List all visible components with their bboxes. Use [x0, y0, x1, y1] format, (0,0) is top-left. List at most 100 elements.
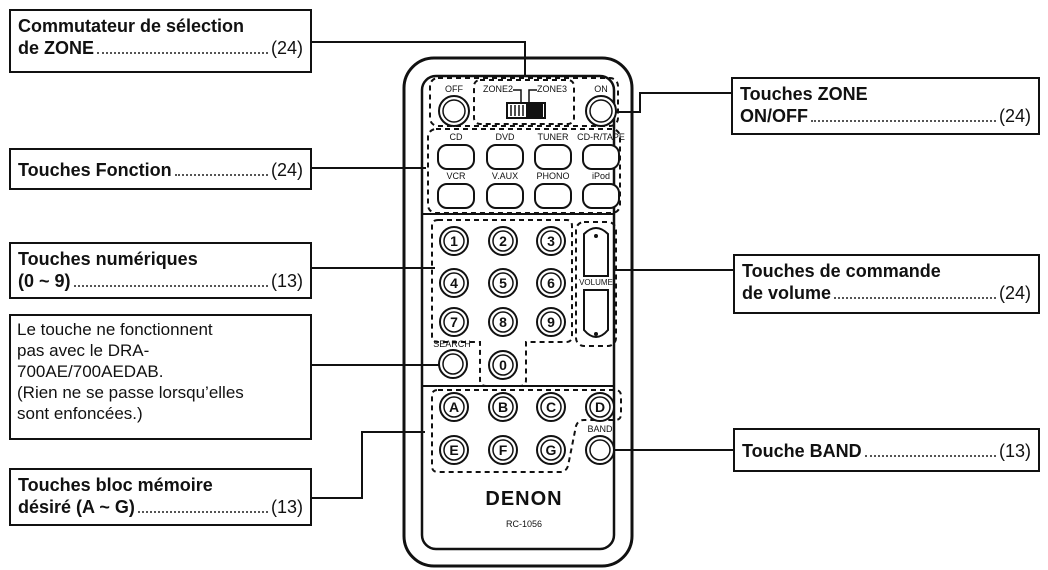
volume-down-button[interactable] [583, 289, 609, 338]
number-button-1[interactable]: 1 [439, 226, 469, 256]
number-label-8: 8 [499, 314, 507, 330]
function-button-v-aux[interactable] [486, 183, 524, 209]
note-line-1: Le touche ne fonctionnent [17, 320, 213, 339]
callout-numeric: Touches numériques (0 ~ 9) (13) [9, 242, 312, 299]
search-button[interactable] [438, 349, 468, 379]
number-button-6[interactable]: 6 [536, 268, 566, 298]
callout-volume-line2: de volume [742, 283, 832, 303]
number-label-5: 5 [499, 275, 507, 291]
callout-numeric-line2: (0 ~ 9) [18, 271, 71, 291]
number-button-5[interactable]: 5 [488, 268, 518, 298]
callout-function-page: (24) [270, 160, 303, 180]
memory-button-b[interactable]: B [488, 392, 518, 422]
note-line-5: sont enfoncées.) [17, 404, 143, 423]
callout-note: Le touche ne fonctionnent pas avec le DR… [9, 314, 312, 440]
function-button-dvd[interactable] [486, 144, 524, 170]
number-button-0[interactable]: 0 [488, 350, 518, 380]
volume-label: VOLUME [579, 278, 613, 287]
function-label-ipod: iPod [592, 171, 610, 181]
memory-label-a: A [449, 399, 459, 415]
memory-label-e: E [449, 442, 458, 458]
zone-off-label: OFF [445, 84, 463, 94]
leader-lines [311, 41, 733, 499]
number-label-1: 1 [450, 233, 458, 249]
band-label: BAND [587, 424, 613, 434]
memory-button-c[interactable]: C [536, 392, 566, 422]
number-label-7: 7 [450, 314, 458, 330]
callout-zone-switch-page: (24) [270, 38, 303, 58]
memory-button-g[interactable]: G [536, 435, 566, 465]
callout-volume-line1: Touches de commande [742, 261, 941, 281]
callout-memory-line2: désiré (A ~ G) [18, 497, 135, 517]
callout-band: Touche BAND (13) [733, 428, 1040, 472]
callout-function: Touches Fonction (24) [9, 148, 312, 190]
memory-label-f: F [499, 442, 508, 458]
callout-memory-line1: Touches bloc mémoire [18, 475, 213, 495]
callout-memory: Touches bloc mémoire désiré (A ~ G) (13) [9, 468, 312, 526]
volume-section-dash [575, 221, 617, 347]
number-button-7[interactable]: 7 [439, 307, 469, 337]
callout-zone-onoff-line2: ON/OFF [740, 106, 808, 126]
function-button-vcr[interactable] [437, 183, 475, 209]
zone-off-button[interactable] [438, 95, 470, 127]
number-button-3[interactable]: 3 [536, 226, 566, 256]
number-label-9: 9 [547, 314, 555, 330]
number-label-3: 3 [547, 233, 555, 249]
memory-label-b: B [498, 399, 508, 415]
callout-zone-onoff: Touches ZONE ON/OFF (24) [731, 77, 1040, 135]
number-label-2: 2 [499, 233, 507, 249]
zone-selector-dash [473, 79, 575, 125]
callout-zone-switch: Commutateur de sélection de ZONE (24) [9, 9, 312, 73]
callout-zone-switch-line2: de ZONE [18, 38, 95, 58]
memory-button-e[interactable]: E [439, 435, 469, 465]
memory-label-c: C [546, 399, 556, 415]
memory-button-d[interactable]: D [585, 392, 615, 422]
search-label: SEARCH [433, 339, 471, 349]
function-label-cd-r-tape: CD-R/TAPE [577, 132, 625, 142]
callout-band-page: (13) [998, 441, 1031, 461]
callout-band-label: Touche BAND [742, 441, 862, 461]
callout-numeric-page: (13) [270, 271, 303, 291]
function-button-phono[interactable] [534, 183, 572, 209]
note-line-2: pas avec le DRA- [17, 341, 150, 360]
band-button[interactable] [585, 435, 615, 465]
function-button-tuner[interactable] [534, 144, 572, 170]
zone-on-label: ON [594, 84, 608, 94]
memory-button-a[interactable]: A [439, 392, 469, 422]
numeric-buttons: 1 2 3 4 5 6 7 8 9 [439, 226, 566, 337]
number-button-8[interactable]: 8 [488, 307, 518, 337]
number-label-6: 6 [547, 275, 555, 291]
number-button-9[interactable]: 9 [536, 307, 566, 337]
zone-selector-switch[interactable] [506, 102, 546, 119]
number-label-4: 4 [450, 275, 458, 291]
callout-zone-switch-line1: Commutateur de sélection [18, 16, 245, 36]
function-button-ipod[interactable] [582, 183, 620, 209]
function-label-v-aux: V.AUX [492, 171, 518, 181]
memory-label-g: G [546, 442, 557, 458]
function-label-vcr: VCR [446, 171, 466, 181]
number-label-0: 0 [499, 357, 507, 373]
callout-volume-page: (24) [998, 283, 1031, 303]
function-label-phono: PHONO [536, 171, 569, 181]
note-line-4: (Rien ne se passe lorsqu’elles [17, 383, 244, 402]
number-button-2[interactable]: 2 [488, 226, 518, 256]
brand-logo: DENON [485, 488, 562, 510]
memory-button-f[interactable]: F [488, 435, 518, 465]
model-number: RC-1056 [506, 519, 542, 529]
function-label-dvd: DVD [495, 132, 515, 142]
function-button-cd-r-tape[interactable] [582, 144, 620, 170]
volume-up-button[interactable] [583, 227, 609, 277]
number-button-4[interactable]: 4 [439, 268, 469, 298]
note-line-3: 700AE/700AEDAB. [17, 362, 164, 381]
zone-on-button[interactable] [585, 95, 617, 127]
function-label-tuner: TUNER [538, 132, 569, 142]
zone3-label: ZONE3 [537, 84, 567, 94]
zone-section-dash [429, 77, 619, 127]
memory-label-d: D [595, 399, 605, 415]
function-button-cd[interactable] [437, 144, 475, 170]
zone2-label: ZONE2 [483, 84, 513, 94]
callout-function-label: Touches Fonction [18, 160, 172, 180]
